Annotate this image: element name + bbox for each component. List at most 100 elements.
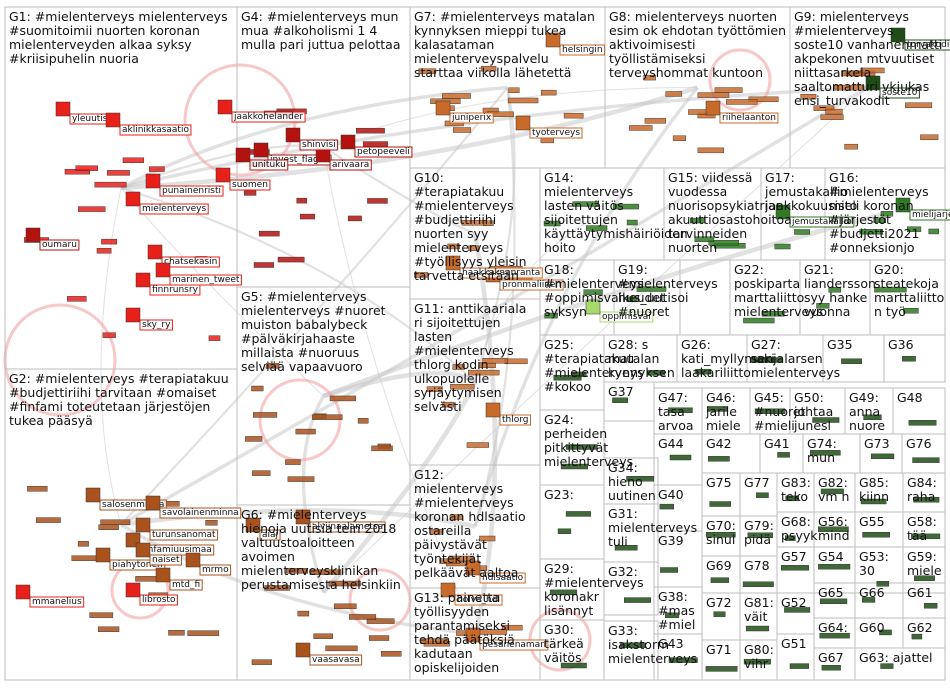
node-tag xyxy=(690,217,706,224)
node-aiaj[interactable]: aiaj xyxy=(245,517,281,541)
node-sky-ry[interactable]: sky_ry xyxy=(125,307,173,331)
node-mielenterveys[interactable]: mielenterveys xyxy=(125,191,209,215)
node-tag xyxy=(466,442,489,448)
node-tag xyxy=(705,666,738,672)
node-turvakodit[interactable]: turvakodit xyxy=(890,27,950,51)
node-salosenminna[interactable]: salosenminna xyxy=(85,487,167,511)
node-tyoterveys[interactable]: tyoterveys xyxy=(515,115,583,139)
node-savolainenminna[interactable]: savolainenminna xyxy=(145,495,242,519)
node-librosto[interactable]: librosto xyxy=(125,582,178,606)
node-finnrunsry[interactable]: finnrunsry xyxy=(135,272,201,296)
node-tag xyxy=(818,526,849,532)
node-tag xyxy=(501,624,523,631)
group-label-g58: G58:tää xyxy=(907,514,937,543)
node-box xyxy=(249,159,289,171)
group-box-g47 xyxy=(653,387,703,435)
node-box xyxy=(259,529,281,541)
node-box xyxy=(459,267,543,279)
node-hdlsaatio[interactable]: hdlsaatio xyxy=(465,560,526,584)
node-oppimisvai[interactable]: oppimisvai xyxy=(585,299,654,323)
node-tag xyxy=(880,663,894,669)
node-label: haakkakaanranta xyxy=(462,268,540,278)
node-tag xyxy=(367,198,388,204)
node-tag xyxy=(265,363,280,369)
node-tag xyxy=(874,286,907,293)
node-petopeeveli[interactable]: petopeeveli xyxy=(340,134,413,158)
edge xyxy=(120,85,699,191)
node-shinvisi[interactable]: shinvisi xyxy=(285,127,339,151)
node-label: mtd_fi xyxy=(172,580,200,590)
node-mtd-fi[interactable]: mtd_fi xyxy=(155,567,203,591)
node-riihelaanton[interactable]: riihelaanton xyxy=(705,100,779,124)
node-tag xyxy=(697,147,725,154)
node-tag xyxy=(380,651,402,657)
node-tag xyxy=(540,89,557,96)
group-label-g41: G41 xyxy=(764,436,790,451)
group-label-g45: G45:#nuoret#mieli xyxy=(754,390,806,433)
node-label: pesanenaman xyxy=(482,640,546,650)
node-label: jemustakallio xyxy=(791,217,852,227)
node-label: sky_ry xyxy=(142,320,171,330)
node-thlorg[interactable]: thlorg xyxy=(485,402,531,426)
node-tag xyxy=(665,91,683,97)
group-label-g39: G39 xyxy=(658,533,684,548)
group-label-g85: G85:kiinn xyxy=(859,475,889,504)
node-soste10[interactable]: soste10 xyxy=(865,75,920,99)
node-tag xyxy=(754,408,786,414)
node-turunsanomat[interactable]: turunsanomat xyxy=(135,517,219,541)
node-tag xyxy=(694,236,715,242)
node-arivaara[interactable]: arivaara xyxy=(315,147,372,171)
node-hoiva-hdl[interactable]: hoiva_hdl xyxy=(440,582,503,606)
node-jemustakallio[interactable]: jemustakallio xyxy=(775,204,855,228)
node-box xyxy=(309,521,386,533)
node-unituku[interactable]: unituku xyxy=(235,147,289,171)
node-juniperix[interactable]: juniperix xyxy=(435,100,494,124)
node-mielijarjestot[interactable]: mielijarjestot xyxy=(895,197,950,221)
avatar xyxy=(135,272,151,288)
avatar xyxy=(25,227,41,243)
node-alviinaalametsa[interactable]: alviinaalametsa xyxy=(295,509,386,533)
avatar xyxy=(253,142,269,158)
node-tag xyxy=(565,511,591,517)
node-suomen[interactable]: suomen xyxy=(215,167,271,191)
node-aklinikkasaatio[interactable]: aklinikkasaatio xyxy=(105,112,192,136)
node-tag xyxy=(644,118,666,124)
node-tag xyxy=(643,74,656,81)
node-tag xyxy=(122,157,144,163)
node-mmanelius[interactable]: mmanelius xyxy=(15,584,85,608)
group-box-g32 xyxy=(603,561,659,616)
node-haakkakaanranta[interactable]: haakkakaanranta xyxy=(445,255,543,279)
node-pesanenaman[interactable]: pesanenaman xyxy=(465,627,549,651)
node-vaasavasa[interactable]: vaasavasa xyxy=(295,642,363,666)
avatar xyxy=(295,509,311,525)
group-label-g2: G2: #mielenterveys #terapiatakuu#budjett… xyxy=(9,371,229,428)
edge xyxy=(100,187,122,525)
node-box xyxy=(499,279,564,291)
edge xyxy=(323,87,868,593)
node-box xyxy=(329,159,372,171)
node-helsingin[interactable]: helsingin xyxy=(545,32,606,56)
node-label: marinen_tweet xyxy=(172,275,240,285)
node-naiset[interactable]: naiset xyxy=(135,542,182,566)
node-box xyxy=(29,596,85,608)
node-jaakkohelander[interactable]: jaakkohelander xyxy=(217,99,306,123)
node-punainenristi[interactable]: punainenristi xyxy=(145,173,224,197)
node-tag xyxy=(362,141,388,147)
node-tag xyxy=(96,248,112,254)
node-mrmo[interactable]: mrmo xyxy=(185,552,232,576)
node-tag xyxy=(333,603,357,610)
avatar xyxy=(147,244,163,260)
node-tag xyxy=(879,629,892,636)
node-tag xyxy=(557,528,572,534)
node-yleuutiset[interactable]: yleuutiset xyxy=(55,101,120,125)
node-marinen-tweet[interactable]: marinen_tweet xyxy=(155,262,242,286)
node-chatsekasin[interactable]: chatsekasin xyxy=(147,244,220,268)
group-label-g62: G62 xyxy=(907,620,933,635)
node-oumaru[interactable]: oumaru xyxy=(25,227,80,251)
